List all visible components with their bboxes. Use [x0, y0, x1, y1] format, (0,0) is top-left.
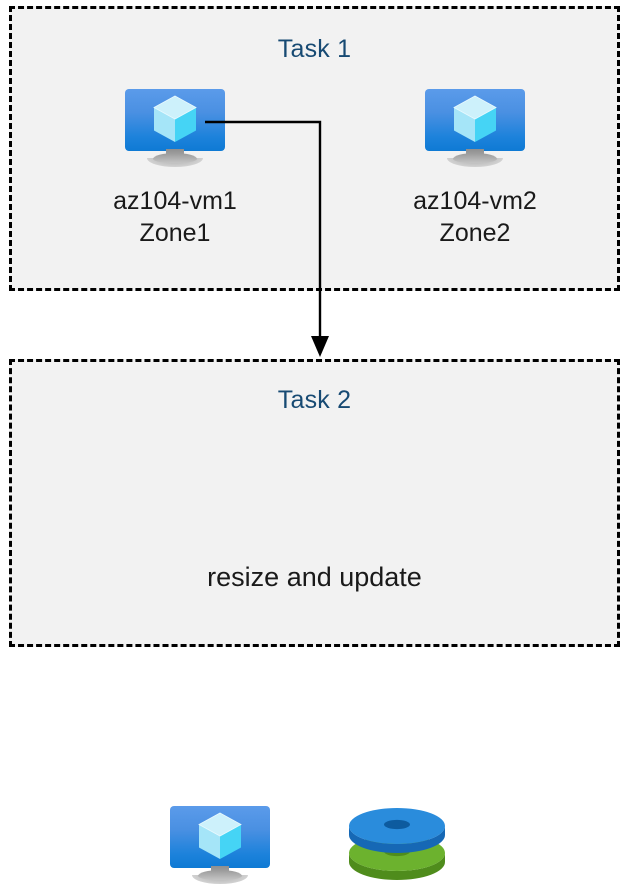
vm-cube-glyph [453, 95, 497, 142]
task2-container: Task 2 [9, 359, 620, 884]
task1-container: Task 1 az104-vm1 Zone1 [9, 6, 620, 291]
virtual-machine-icon [170, 806, 270, 884]
vm-screen [425, 89, 525, 151]
vm-screen [170, 806, 270, 868]
node-label-az104-vm2: az104-vm2 Zone2 [413, 187, 537, 247]
vm-stand-base [147, 153, 203, 167]
vm-screen [125, 89, 225, 151]
node-task2-managed-disks[interactable] [332, 806, 462, 884]
node-task2-virtual-machine[interactable] [122, 806, 318, 884]
task1-title: Task 1 [277, 35, 352, 63]
vm-stand-base [192, 870, 248, 884]
diagram-canvas: Task 1 az104-vm1 Zone1 [9, 6, 620, 884]
managed-disks-glyph [349, 808, 445, 880]
node-az104-vm2[interactable]: az104-vm2 Zone2 [360, 89, 590, 249]
vm-stand-base [447, 153, 503, 167]
disk-blue [349, 808, 445, 853]
vm-cube-glyph [153, 95, 197, 142]
virtual-machine-icon [425, 89, 525, 167]
managed-disks-icon [343, 806, 451, 884]
node-label-az104-vm1: az104-vm1 Zone1 [113, 187, 237, 247]
down-arrow-icon [311, 336, 329, 357]
node-az104-vm1[interactable]: az104-vm1 Zone1 [60, 89, 290, 249]
task2-title: Task 2 [277, 386, 352, 414]
task2-caption: resize and update [207, 562, 422, 592]
vm-cube-glyph [198, 812, 242, 859]
virtual-machine-icon [125, 89, 225, 167]
